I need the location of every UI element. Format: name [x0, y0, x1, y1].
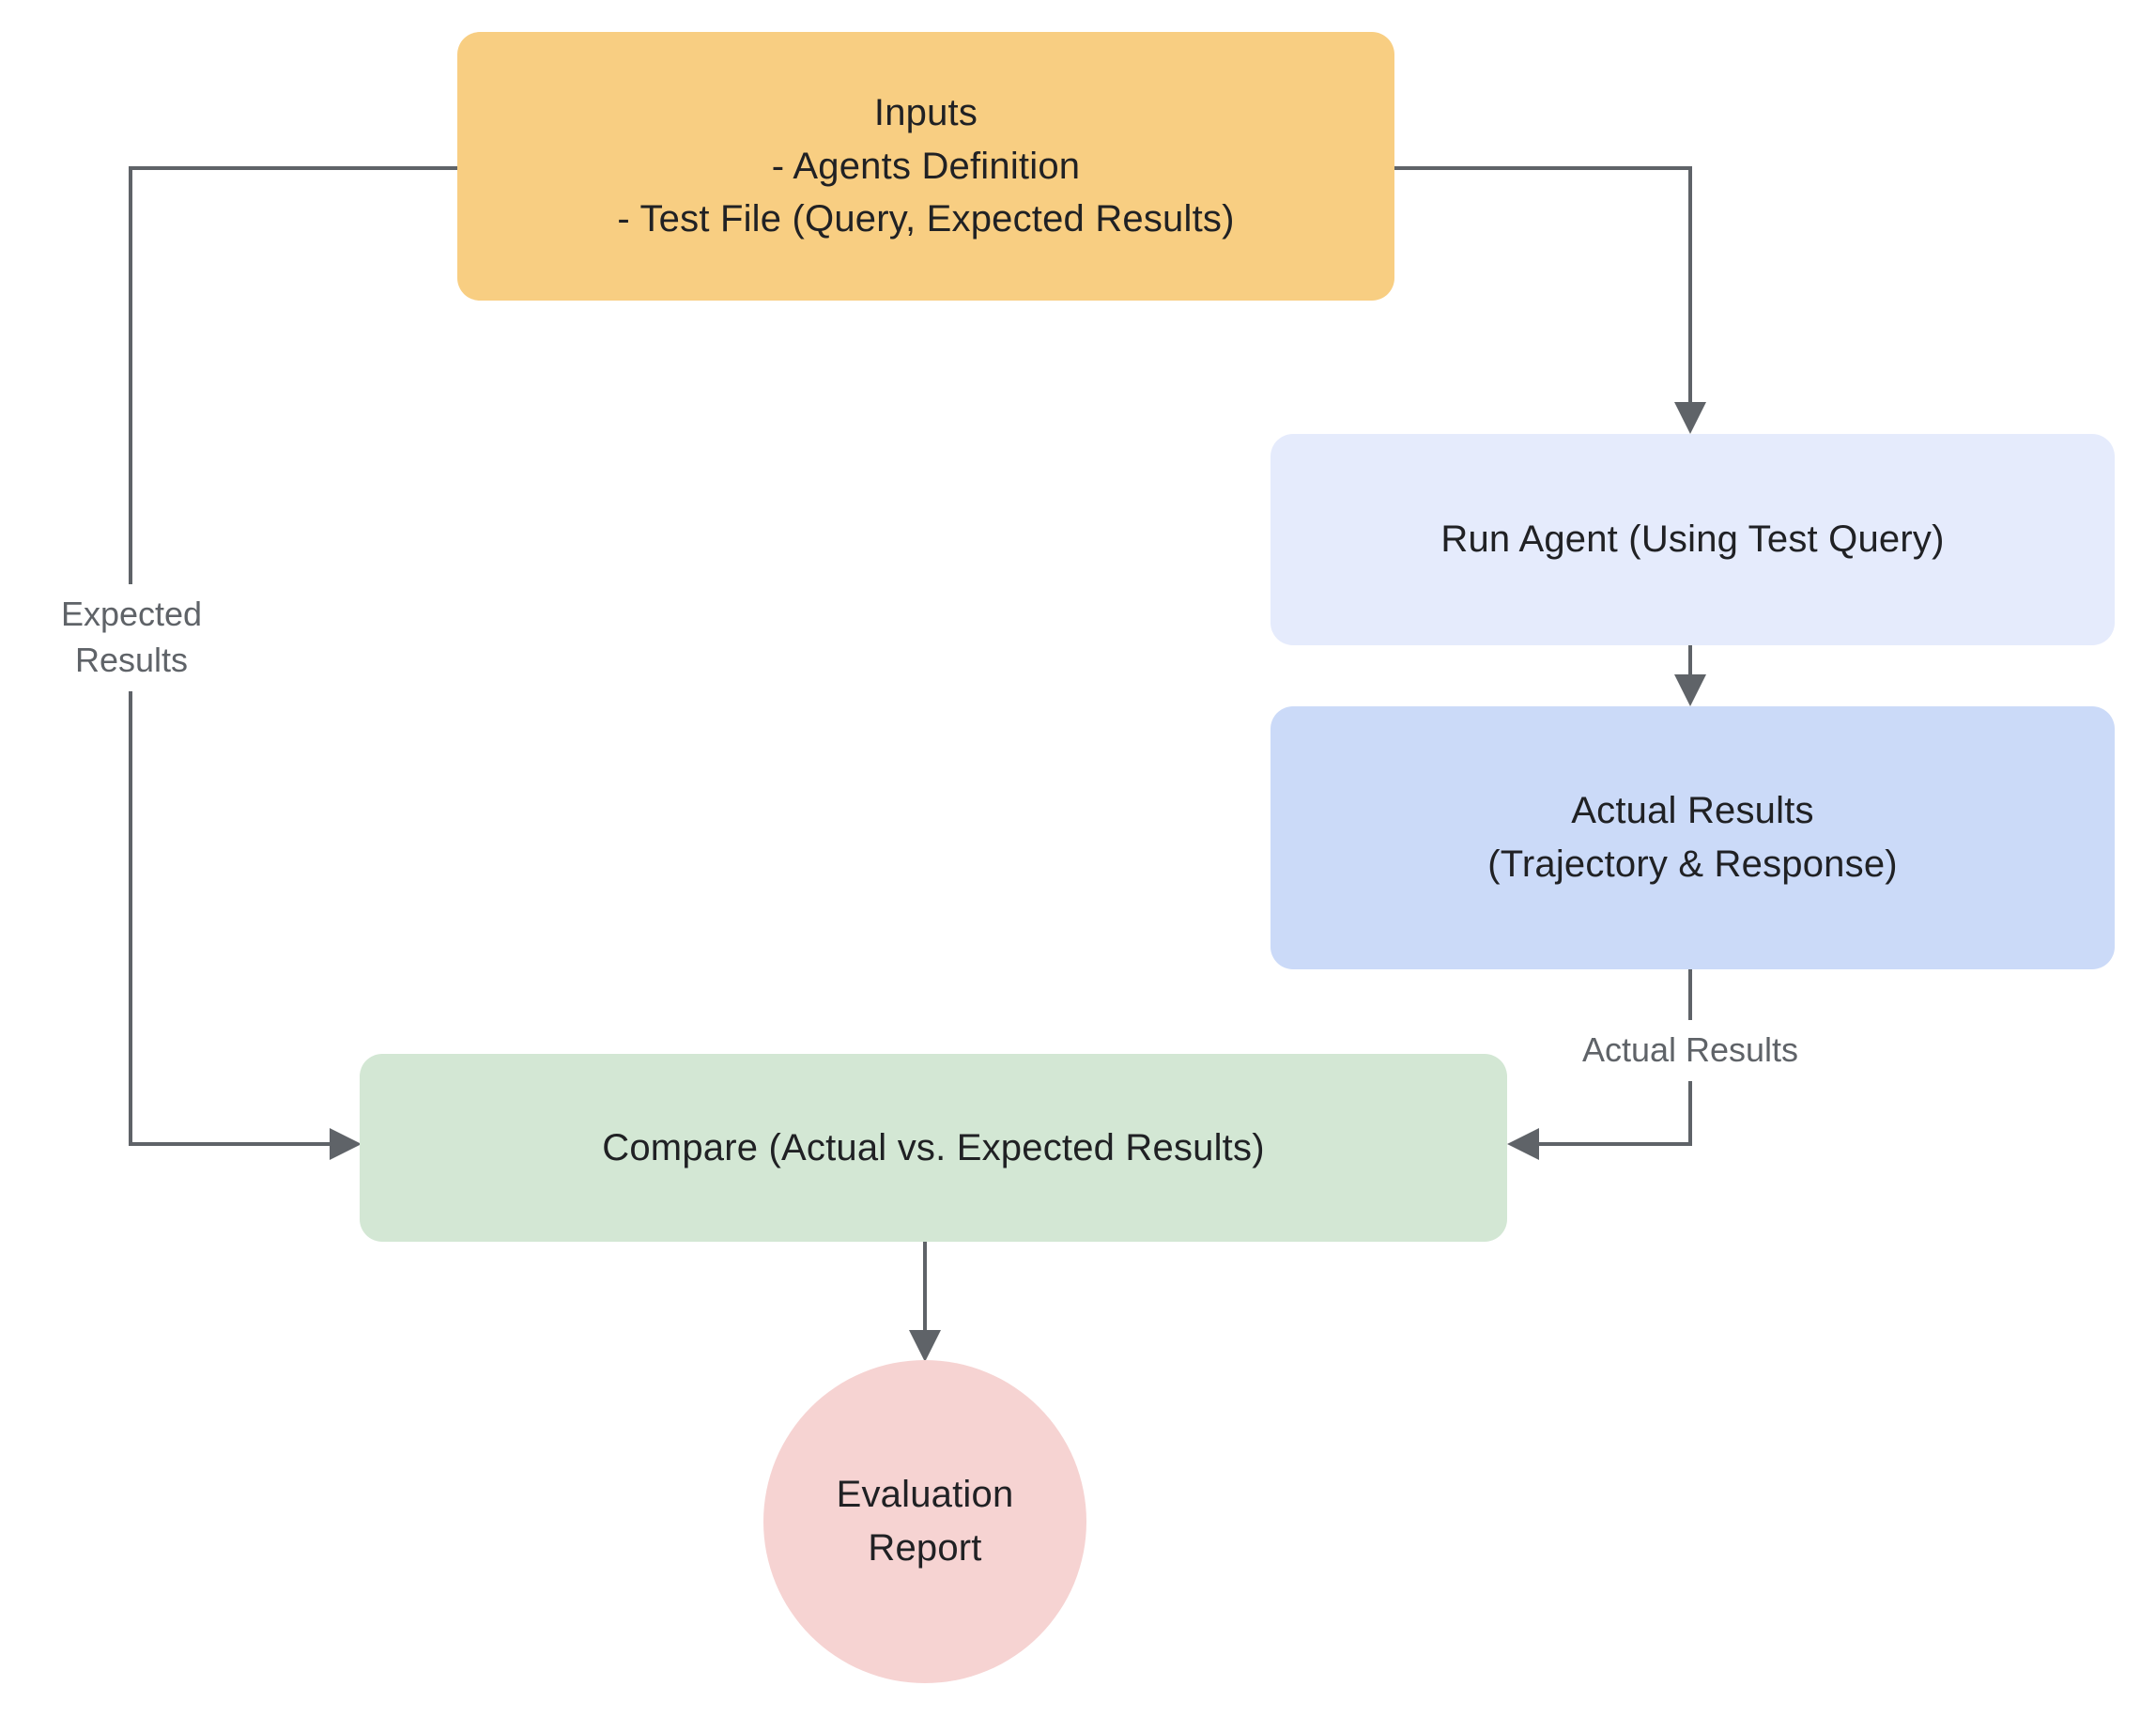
node-label-line: Evaluation: [836, 1474, 1014, 1516]
edge-expected-arrowhead-icon: [330, 1128, 362, 1160]
node-evaluation-report: Evaluation Report: [763, 1360, 1086, 1683]
node-label-line: Run Agent (Using Test Query): [1440, 518, 1945, 561]
node-label-line: Compare (Actual vs. Expected Results): [602, 1126, 1265, 1168]
edge-label-line: Expected: [60, 595, 203, 633]
edge-compare-to-evaluation-arrowhead-icon: [909, 1330, 941, 1362]
edge-runagent-to-actualresults-arrowhead-icon: [1674, 674, 1706, 706]
node-compare: Compare (Actual vs. Expected Results): [360, 1054, 1507, 1242]
edge-inputs-to-runagent-horizontal-line: [1394, 166, 1692, 170]
node-label-line: - Agents Definition: [771, 145, 1081, 187]
edge-expected-top-horizontal-line: [131, 166, 457, 170]
edge-inputs-to-runagent-vertical-line: [1688, 166, 1692, 402]
edge-inputs-to-runagent-arrowhead-icon: [1674, 402, 1706, 434]
edge-actualresults-arrowhead-icon: [1507, 1128, 1539, 1160]
node-inputs: Inputs - Agents Definition - Test File (…: [457, 32, 1394, 301]
node-actual-results: Actual Results (Trajectory & Response): [1270, 706, 2115, 969]
edge-actualresults-horizontal-line: [1539, 1142, 1690, 1146]
edge-compare-to-evaluation-line: [923, 1242, 927, 1332]
edge-expected-bottom-horizontal-line: [131, 1142, 330, 1146]
node-run-agent: Run Agent (Using Test Query): [1270, 434, 2115, 645]
node-label-line: Inputs: [873, 91, 978, 133]
edge-label-line: Results: [74, 640, 189, 679]
edge-label-expected-results: Expected Results: [49, 584, 214, 691]
node-label-line: Report: [868, 1527, 982, 1569]
node-label-line: - Test File (Query, Expected Results): [617, 198, 1235, 240]
node-label-line: Actual Results: [1571, 790, 1814, 832]
edge-label-actual-results: Actual Results: [1570, 1020, 1810, 1081]
edge-label-line: Actual Results: [1581, 1030, 1799, 1069]
node-label-line: (Trajectory & Response): [1487, 843, 1898, 885]
edge-runagent-to-actualresults-line: [1688, 645, 1692, 674]
